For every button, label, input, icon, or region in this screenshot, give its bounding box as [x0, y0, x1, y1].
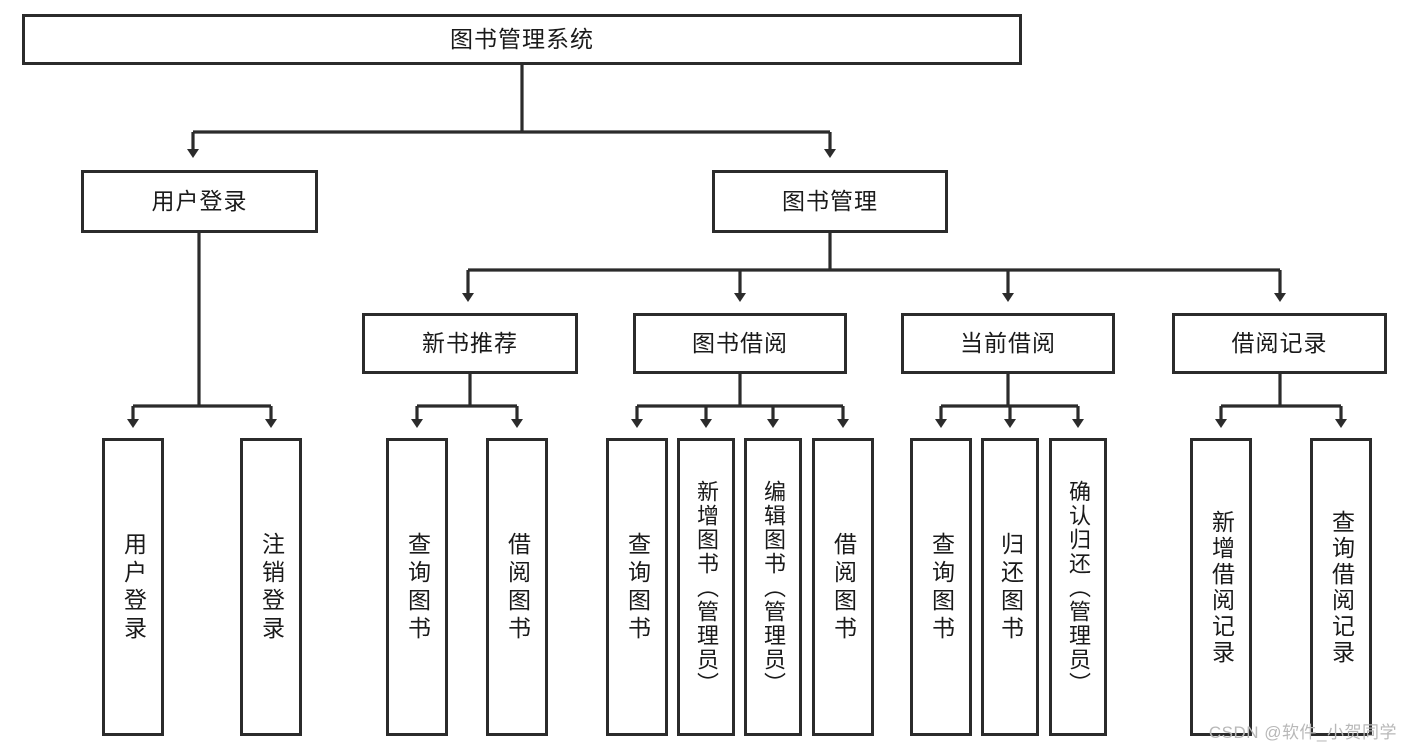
node-borrow-record[interactable]: 借阅记录 — [1172, 313, 1387, 374]
leaf-edit-book-admin-label: 编辑图书（管理员） — [761, 480, 786, 696]
leaf-recommend-query-book-label: 查询图书 — [404, 532, 431, 644]
leaf-user-login-label: 用户登录 — [120, 532, 147, 644]
leaf-confirm-return-admin-label: 确认归还（管理员） — [1066, 480, 1091, 696]
leaf-borrow-query-book-label: 查询图书 — [624, 532, 651, 644]
leaf-logout[interactable]: 注销登录 — [240, 438, 302, 736]
leaf-borrow-book[interactable]: 借阅图书 — [812, 438, 874, 736]
leaf-edit-book-admin[interactable]: 编辑图书（管理员） — [744, 438, 802, 736]
node-book-borrow[interactable]: 图书借阅 — [633, 313, 847, 374]
node-current-borrow[interactable]: 当前借阅 — [901, 313, 1115, 374]
leaf-add-borrow-record[interactable]: 新增借阅记录 — [1190, 438, 1252, 736]
leaf-current-query-book[interactable]: 查询图书 — [910, 438, 972, 736]
leaf-add-book-admin-label: 新增图书（管理员） — [694, 480, 719, 696]
leaf-borrow-book-label: 借阅图书 — [830, 532, 857, 644]
leaf-query-borrow-record-label: 查询借阅记录 — [1328, 510, 1355, 666]
node-book-borrow-label: 图书借阅 — [692, 329, 788, 356]
leaf-recommend-query-book[interactable]: 查询图书 — [386, 438, 448, 736]
leaf-logout-label: 注销登录 — [258, 532, 285, 644]
node-new-book-recommend[interactable]: 新书推荐 — [362, 313, 578, 374]
csdn-watermark: CSDN @软件_小贺同学 — [1208, 723, 1397, 742]
leaf-add-book-admin[interactable]: 新增图书（管理员） — [677, 438, 735, 736]
leaf-confirm-return-admin[interactable]: 确认归还（管理员） — [1049, 438, 1107, 736]
leaf-return-book[interactable]: 归还图书 — [981, 438, 1039, 736]
node-book-management-label: 图书管理 — [782, 187, 878, 214]
node-current-borrow-label: 当前借阅 — [960, 329, 1056, 356]
leaf-user-login[interactable]: 用户登录 — [102, 438, 164, 736]
node-new-book-recommend-label: 新书推荐 — [422, 329, 518, 356]
leaf-recommend-borrow-book[interactable]: 借阅图书 — [486, 438, 548, 736]
leaf-return-book-label: 归还图书 — [997, 532, 1024, 644]
node-root-label: 图书管理系统 — [450, 25, 594, 52]
node-book-management[interactable]: 图书管理 — [712, 170, 948, 233]
leaf-query-borrow-record[interactable]: 查询借阅记录 — [1310, 438, 1372, 736]
node-borrow-record-label: 借阅记录 — [1231, 329, 1328, 356]
leaf-current-query-book-label: 查询图书 — [928, 532, 955, 644]
node-root[interactable]: 图书管理系统 — [22, 14, 1022, 65]
node-user-login[interactable]: 用户登录 — [81, 170, 318, 233]
leaf-add-borrow-record-label: 新增借阅记录 — [1208, 510, 1235, 666]
leaf-borrow-query-book[interactable]: 查询图书 — [606, 438, 668, 736]
node-user-login-label: 用户登录 — [151, 187, 248, 214]
leaf-recommend-borrow-book-label: 借阅图书 — [504, 532, 531, 644]
